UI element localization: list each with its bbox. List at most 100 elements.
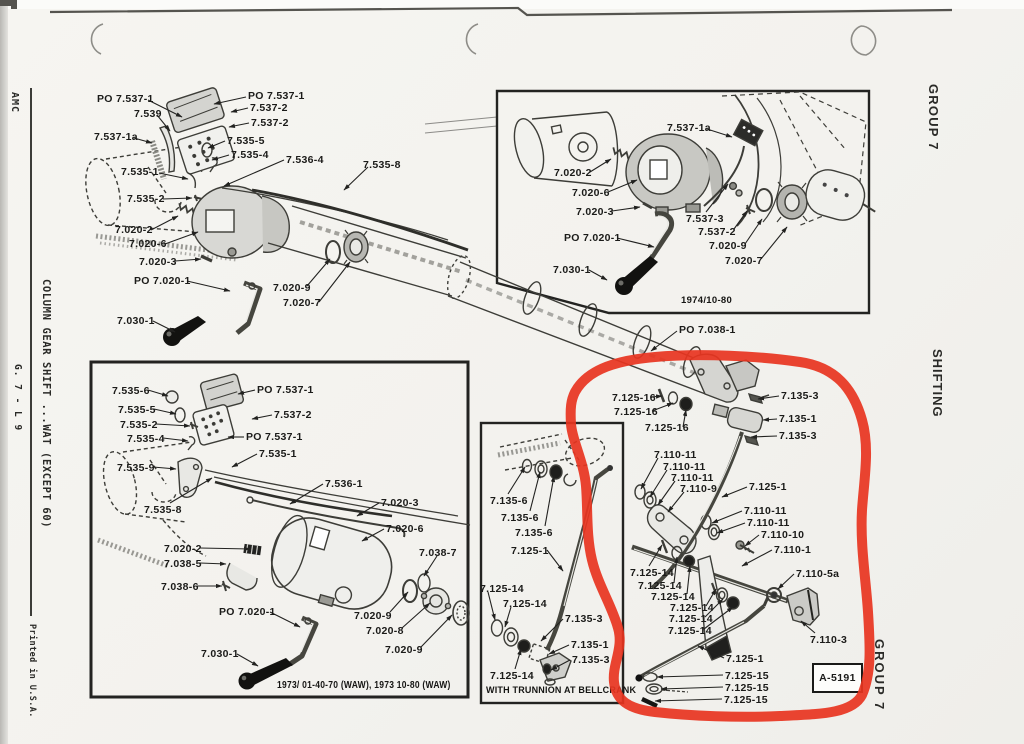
group-label-bottom: GROUP 7 <box>872 639 887 712</box>
left-margin-rule <box>30 88 32 616</box>
part-label: 7.535-8 <box>363 159 401 171</box>
part-label: 7.020-6 <box>572 187 610 199</box>
part-label: 7.535-2 <box>120 419 158 431</box>
hole-punch-icon <box>850 25 877 56</box>
part-label: 7.535-5 <box>118 404 156 416</box>
part-label: 7.135-3 <box>565 613 603 625</box>
part-label: 7.125-14 <box>480 583 524 595</box>
box-1973 <box>89 360 470 699</box>
scan-artifacts <box>0 0 953 17</box>
part-label: 7.020-7 <box>283 297 321 309</box>
caption-1973: 1973/ 01-40-70 (WAW), 1973 10-80 (WAW) <box>277 680 451 691</box>
part-label: 7.125-1 <box>511 545 549 557</box>
part-label: 7.135-3 <box>779 430 817 442</box>
part-label: 7.536-1 <box>325 478 363 490</box>
part-label: 7.535-4 <box>127 433 165 445</box>
part-label: 7.110-1 <box>774 544 812 556</box>
part-label: 7.125-15 <box>725 682 769 694</box>
part-label: 7.110-5a <box>796 568 840 580</box>
part-label: 7.020-7 <box>725 255 763 267</box>
part-label: 7.125-1 <box>726 653 764 665</box>
part-label: 7.135-6 <box>501 512 539 524</box>
part-label: 7.535-8 <box>144 504 182 516</box>
part-label: PO 7.537-1 <box>246 431 303 443</box>
page-ref: G. 7 - L 9 <box>12 364 23 432</box>
part-label: 7.135-6 <box>515 527 553 539</box>
part-label: 7.020-2 <box>115 224 153 236</box>
part-label: 7.020-6 <box>129 238 167 250</box>
part-label: PO 7.020-1 <box>564 232 621 244</box>
part-label: 7.125-14 <box>668 625 712 637</box>
part-label: 7.535-9 <box>117 462 155 474</box>
part-label: 7.535-5 <box>227 135 265 147</box>
part-label: PO 7.020-1 <box>134 275 191 287</box>
part-label: 7.535-1 <box>121 166 159 178</box>
part-label: 7.125-14 <box>670 602 714 614</box>
part-label: 7.110-10 <box>761 529 805 541</box>
part-label: 7.125-1 <box>749 481 787 493</box>
part-label: 7.535-1 <box>259 448 297 460</box>
part-label: 7.020-2 <box>554 167 592 179</box>
hole-punch-icon <box>90 23 104 55</box>
part-label: 7.535-2 <box>127 193 165 205</box>
part-label: 7.135-1 <box>571 639 609 651</box>
top-left-assembly <box>85 87 734 399</box>
part-label: 7.537-1a <box>94 131 138 143</box>
part-label: 7.020-9 <box>385 644 423 656</box>
part-label: 7.135-3 <box>572 654 610 666</box>
part-label: 7.020-6 <box>386 523 424 535</box>
part-label: 7.110-11 <box>663 461 706 473</box>
part-label: PO 7.537-1 <box>97 93 154 105</box>
caption-trunnion: WITH TRUNNION AT BELLCRANK <box>486 685 637 695</box>
part-label: 7.020-8 <box>366 625 404 637</box>
part-label: 7.038-6 <box>161 581 199 593</box>
part-label: 7.537-1a <box>667 122 711 134</box>
scanner-strip <box>0 0 1024 9</box>
part-label: 7.110-11 <box>654 449 697 461</box>
part-label: 7.537-2 <box>250 102 288 114</box>
part-label: 7.038-5 <box>164 558 202 570</box>
part-label: 7.020-9 <box>273 282 311 294</box>
part-label: 7.020-3 <box>381 497 419 509</box>
page-title: COLUMN GEAR SHIFT ...WAT (EXCEPT 60) <box>40 279 52 529</box>
printed-note: Printed in U.S.A. <box>27 624 37 718</box>
part-label: 7.537-2 <box>698 226 736 238</box>
part-label: 7.539 <box>134 108 162 120</box>
part-label: 7.020-2 <box>164 543 202 555</box>
part-label: 7.135-1 <box>779 413 817 425</box>
group-label-top: GROUP 7 <box>926 84 941 151</box>
part-label: 7.537-2 <box>274 409 312 421</box>
top-right-assembly <box>513 91 876 295</box>
part-label: 7.125-14 <box>630 567 674 579</box>
part-label: PO 7.038-1 <box>679 324 736 336</box>
part-label: 7.125-14 <box>638 580 682 592</box>
part-label: 7.110-3 <box>810 634 848 646</box>
part-label: PO 7.537-1 <box>248 90 305 102</box>
part-label: 7.020-3 <box>576 206 614 218</box>
part-label: 7.135-6 <box>490 495 528 507</box>
part-label: 7.110-11 <box>671 472 714 484</box>
part-label: 7.125-16 <box>612 392 656 404</box>
box-1974 <box>495 89 871 315</box>
part-label: 7.125-16 <box>614 406 658 418</box>
part-label: 7.125-14 <box>669 613 713 625</box>
part-label: 7.537-3 <box>686 213 724 225</box>
hole-punches <box>90 23 877 56</box>
part-label: 7.030-1 <box>201 648 239 660</box>
part-label: 7.020-3 <box>139 256 177 268</box>
brand-label: AMC <box>9 92 20 114</box>
part-label: 7.536-4 <box>286 154 324 166</box>
part-label: 7.110-11 <box>744 505 787 517</box>
part-label: 7.020-9 <box>354 610 392 622</box>
figure-ref-badge: A-5191 <box>812 663 863 693</box>
part-label: 7.125-15 <box>724 694 768 706</box>
part-label: 7.125-14 <box>490 670 534 682</box>
part-label: 7.535-4 <box>231 149 269 161</box>
part-label: 7.535-6 <box>112 385 150 397</box>
part-label: 7.125-14 <box>651 591 695 603</box>
caption-1974: 1974/10-80 <box>681 295 733 306</box>
hole-punch-icon <box>465 23 479 55</box>
part-label: 7.110-11 <box>747 517 790 529</box>
